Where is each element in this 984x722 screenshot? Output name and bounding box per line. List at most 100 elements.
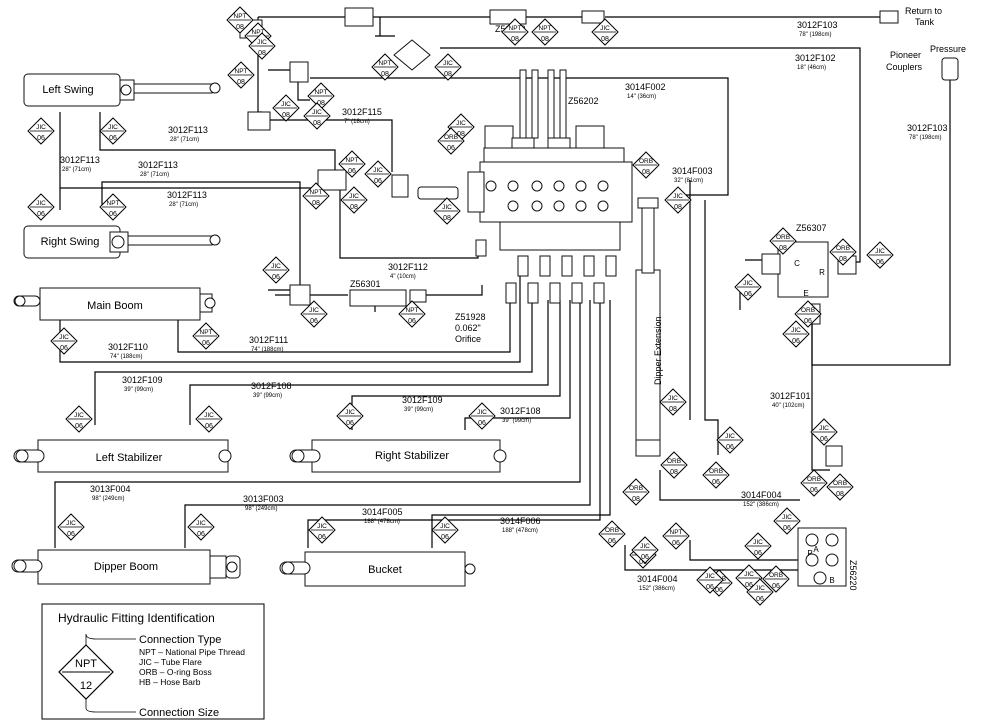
fitting-size: 08: [381, 71, 389, 78]
fitting-type: ORB: [629, 485, 643, 492]
main-boom-cylinder: [13, 287, 216, 321]
hose-code: 3012F115: [342, 107, 382, 117]
fitting-type: NPT: [252, 29, 265, 36]
fitting-size: 06: [745, 582, 753, 589]
fitting-tag: ORB 08: [829, 238, 857, 266]
svg-text:Tank: Tank: [915, 17, 935, 27]
fitting-type: ORB: [667, 458, 681, 465]
fitting-type: JIC: [725, 433, 735, 440]
hose-code: 3014F004: [637, 574, 678, 584]
fitting-size: 08: [282, 112, 290, 119]
legend-title: Hydraulic Fitting Identification: [58, 611, 215, 625]
fitting-type: NPT: [200, 329, 213, 336]
fitting-type: JIC: [668, 395, 678, 402]
hose-length: 39" (99cm): [502, 418, 531, 424]
fitting-size: 08: [674, 204, 682, 211]
fitting-type: ORB: [769, 572, 783, 579]
fitting-size: 08: [642, 169, 650, 176]
hose-length: 78" (198cm): [909, 135, 941, 141]
fitting-tag: JIC 08: [591, 18, 619, 46]
fitting-size: 08: [317, 100, 325, 107]
fitting-size: 06: [744, 291, 752, 298]
fitting-legend: Hydraulic Fitting Identification NPT 12 …: [41, 603, 265, 720]
hose-length: 14" (36cm): [627, 94, 656, 100]
hose-length: 7" (18cm): [344, 119, 370, 125]
fitting-size: 06: [726, 444, 734, 451]
fitting-size: 08: [350, 204, 358, 211]
cylinder-label: Right Stabilizer: [375, 450, 449, 462]
hose-length: 40" (102cm): [772, 403, 804, 409]
port-letter: R: [819, 268, 825, 277]
fitting-size: 06: [447, 145, 455, 152]
fitting-size: 06: [37, 211, 45, 218]
port-letter: B: [829, 576, 834, 585]
fitting-size: 08: [839, 256, 847, 263]
fitting-size: 06: [109, 211, 117, 218]
port-letter: C: [794, 259, 800, 268]
fitting-size: 06: [672, 540, 680, 547]
fitting-type: NPT: [234, 13, 247, 20]
fitting-type: ORB: [605, 527, 619, 534]
fitting-type: JIC: [108, 124, 118, 131]
fitting-size: 08: [601, 36, 609, 43]
hose-code: 3012F111: [249, 335, 288, 345]
hose-code: 3012F113: [60, 155, 100, 165]
fitting-type: JIC: [66, 520, 76, 527]
fitting-size: 06: [109, 135, 117, 142]
hose-length: 98" (249cm): [245, 506, 277, 512]
hose-code: 3014F003: [672, 166, 713, 176]
fitting-type: ORB: [444, 134, 458, 141]
hose-length: 39" (99cm): [253, 393, 282, 399]
svg-text:NPT: NPT: [75, 658, 97, 670]
swing-hose-2: [99, 112, 336, 175]
fitting-size: 06: [641, 554, 649, 561]
stabilizer-hose-4: [464, 300, 571, 430]
fitting-type: ORB: [836, 245, 850, 252]
hose-length: 152" (386cm): [743, 502, 779, 508]
legend-type-jic: JIC – Tube Flare: [139, 657, 202, 667]
fitting-type: NPT: [315, 89, 328, 96]
fitting-type: NPT: [235, 68, 248, 75]
hose-code: 3012F103: [907, 123, 948, 133]
fitting-type: NPT: [509, 25, 522, 32]
valve-port-fittings: [475, 239, 617, 304]
fitting-tags: NPT08NPT08NPT08JIC08JIC08NPT08JIC08NPT08…: [27, 6, 894, 606]
fitting-type: JIC: [204, 412, 214, 419]
hose-length: 28" (71cm): [170, 137, 199, 143]
fitting-type: JIC: [456, 120, 466, 127]
fitting-type: NPT: [670, 529, 683, 536]
fitting-size: 06: [374, 178, 382, 185]
cylinder-label: Right Swing: [41, 236, 100, 248]
fitting-tag: JIC 08: [340, 186, 368, 214]
legend-type-orb: ORB – O-ring Boss: [139, 667, 212, 677]
fitting-size: 06: [202, 340, 210, 347]
hose-code: 3014F006: [500, 516, 541, 526]
fitting-type: JIC: [477, 409, 487, 416]
bucket-hose-1: [307, 300, 601, 548]
fitting-size: 06: [639, 559, 647, 566]
cylinder-label: Dipper Boom: [94, 561, 158, 573]
boom-hose-2: [177, 300, 511, 353]
fitting-type: JIC: [349, 193, 359, 200]
hose-code: 3014F004: [741, 490, 782, 500]
fitting-type: JIC: [257, 39, 267, 46]
fitting-type: JIC: [345, 409, 355, 416]
fitting-type: JIC: [600, 25, 610, 32]
hose-length: 18" (46cm): [797, 65, 826, 71]
fitting-size: 08: [457, 131, 465, 138]
hose-length: 32" (81cm): [674, 178, 703, 184]
hose-length: 39" (99cm): [404, 407, 433, 413]
fitting-type: ORB: [776, 234, 790, 241]
fitting-size: 08: [312, 200, 320, 207]
hose-code: 3012F113: [167, 190, 207, 200]
fitting-tag: ORB 06: [437, 127, 465, 155]
